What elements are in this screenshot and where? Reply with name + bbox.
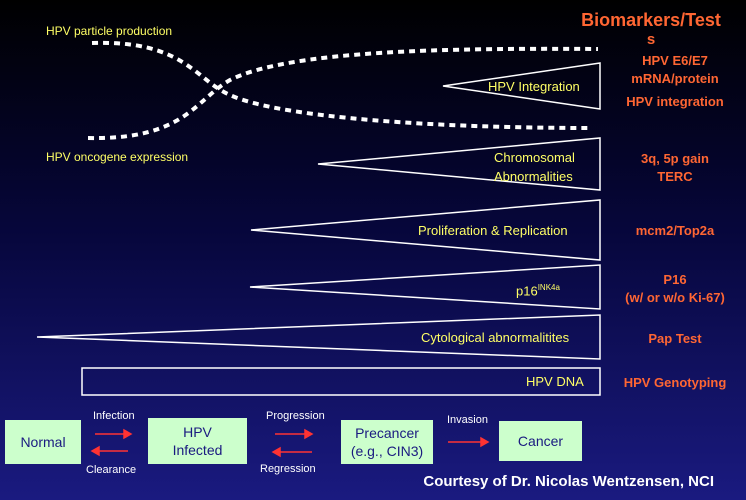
biomarker-hpv-integration-text: HPV integration [626,94,724,109]
biomarker-terc: TERC [657,169,693,184]
biomarker-hpv-integration: HPV E6/E7 mRNA/protein HPV integration [612,52,738,111]
biomarkers-title-line2: s [646,31,656,48]
invasion-label: Invasion [447,414,488,426]
stage-label-p16-sup: INK4a [537,283,560,292]
stage-label-p16: p16INK4a [516,278,560,300]
box-precancer-line1: Precancer [355,425,419,441]
box-precancer: Precancer (e.g., CIN3) [341,420,433,464]
box-hpv-infected-line1: HPV [183,424,212,440]
biomarker-3q5p: 3q, 5p gain [641,151,709,166]
box-normal: Normal [5,420,81,464]
regression-arrow [271,446,312,458]
stage-label-cytological: Cytological abnormalitites [421,330,570,345]
bar-hpv-dna [81,367,601,396]
biomarker-mcm2: mcm2/Top2a [635,223,715,238]
stage-label-hpv-dna: HPV DNA [526,374,584,389]
credit-text: Courtesy of Dr. Nicolas Wentzensen, NCI [423,473,714,490]
clearance-label: Clearance [86,464,137,476]
invasion-arrow [448,436,490,448]
progression-label: Progression [266,410,325,422]
stage-label-chromosomal: Chromosomal Abnormalities [494,148,575,186]
biomarkers-title-line1: Biomarkers/Test [581,10,721,30]
stage-label-chromosomal-line1: Chromosomal [494,150,575,165]
biomarker-hpv-dna: HPV Genotyping [612,374,738,392]
biomarker-proliferation: mcm2/Top2a [612,222,738,240]
infection-arrow [95,428,133,440]
biomarker-ki67: (w/ or w/o Ki-67) [625,290,725,305]
box-precancer-line2: (e.g., CIN3) [350,443,424,459]
biomarker-p16-text: P16 [663,272,687,287]
particle-production-label: HPV particle production [46,24,173,38]
biomarker-hpv-genotyping: HPV Genotyping [623,375,727,390]
biomarker-e6e7: HPV E6/E7 [642,53,708,68]
biomarker-pap-test: Pap Test [648,331,702,346]
progression-arrow [275,428,314,440]
wedge-cytological [36,314,601,360]
oncogene-expression-curve [87,46,599,141]
biomarker-p16: P16 (w/ or w/o Ki-67) [612,271,738,307]
biomarker-mrna-protein: mRNA/protein [631,71,719,86]
box-hpv-infected-line2: Infected [172,442,223,458]
stage-label-hpv-integration: HPV Integration [488,79,580,94]
regression-label: Regression [260,463,316,475]
particle-production-curve [91,40,591,130]
clearance-arrow [90,445,128,457]
box-cancer: Cancer [499,421,582,461]
oncogene-expression-label: HPV oncogene expression [46,150,189,164]
wedge-chromosomal-abnormalities [317,137,601,191]
stage-label-chromosomal-line2: Abnormalities [494,169,573,184]
biomarker-chromosomal: 3q, 5p gain TERC [612,150,738,186]
stage-label-p16-text: p16 [516,283,538,299]
biomarkers-title: Biomarkers/Test s [566,9,736,49]
wedge-p16 [249,264,601,310]
biomarker-cytological: Pap Test [612,330,738,348]
box-normal-label: Normal [20,434,66,450]
wedge-proliferation [250,199,601,261]
box-hpv-infected: HPV Infected [148,418,247,464]
stage-label-proliferation: Proliferation & Replication [418,223,568,238]
wedge-hpv-integration [442,62,601,110]
infection-label: Infection [93,410,135,422]
box-cancer-label: Cancer [517,433,564,449]
